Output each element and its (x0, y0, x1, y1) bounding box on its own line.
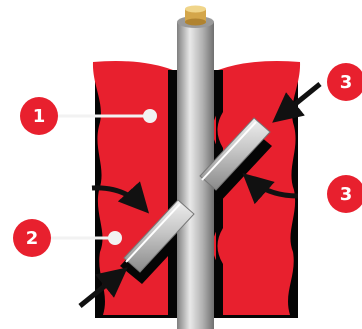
callout-badge-3-top: 3 (327, 63, 362, 101)
callout-badge-1: 1 (20, 97, 58, 135)
arrow-icon (272, 82, 322, 123)
lower-seal (123, 199, 195, 273)
leader-line-1 (56, 109, 157, 123)
leader-line-2 (50, 231, 122, 245)
upper-seal (199, 117, 271, 191)
rod-core-cap (185, 5, 206, 26)
callout-label-3-top: 3 (340, 72, 353, 93)
callout-badge-2: 2 (13, 219, 51, 257)
callout-label-2: 2 (26, 228, 39, 249)
arrow-icon (78, 267, 128, 308)
curved-arrow-icon (91, 181, 150, 214)
callout-label-1: 1 (33, 106, 46, 127)
curved-arrow-icon (242, 172, 299, 205)
callout-label-3-bottom: 3 (340, 184, 353, 205)
callout-badge-3-bottom: 3 (327, 175, 362, 213)
